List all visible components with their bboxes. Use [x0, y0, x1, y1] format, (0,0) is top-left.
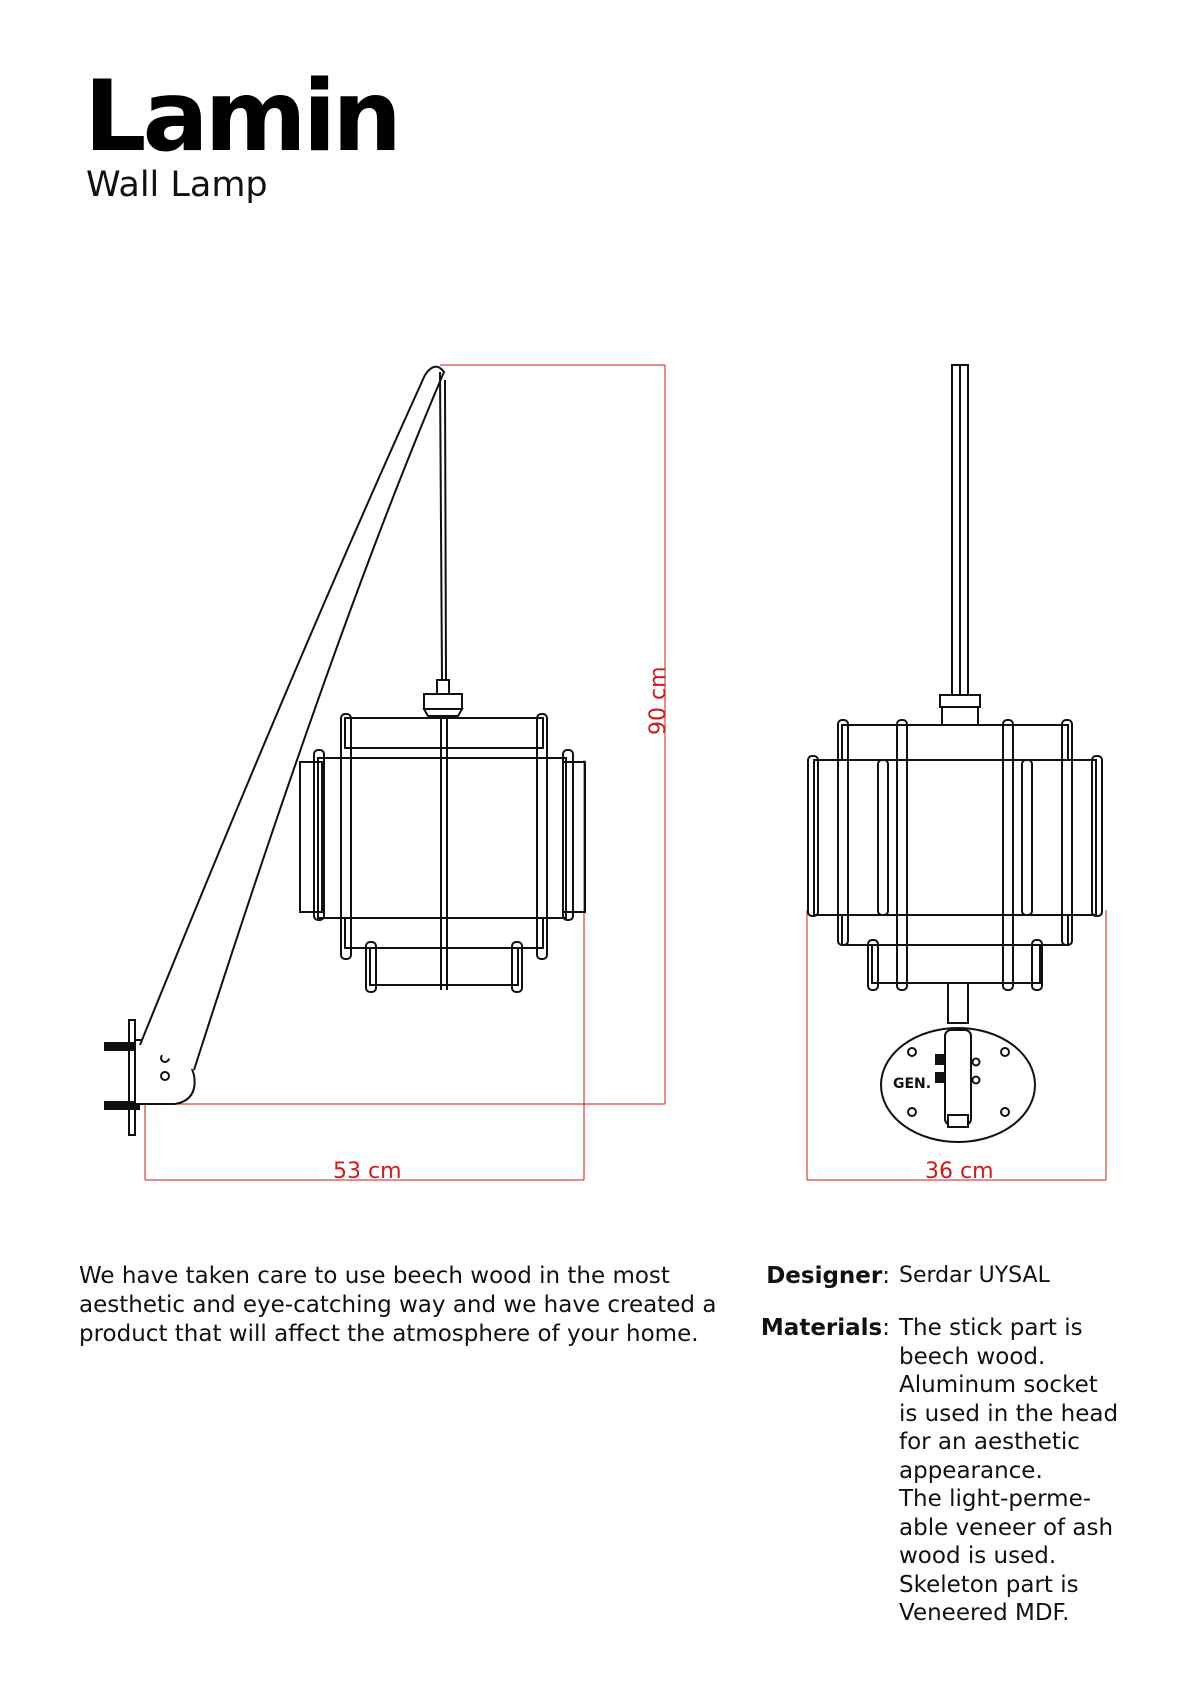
materials-line: appearance. [899, 1457, 1043, 1484]
designer-label: Designer [766, 1263, 883, 1289]
front-dimension-lines [806, 910, 1107, 1181]
side-view-drawing [104, 364, 666, 1181]
side-height-label: 90 cm [646, 666, 671, 735]
materials-line: Skeleton part is [899, 1571, 1079, 1598]
front-width-label: 36 cm [925, 1159, 994, 1184]
materials-line: is used in the head [899, 1400, 1119, 1427]
materials-label: Materials [760, 1315, 883, 1341]
materials-line: Veneered MDF. [899, 1600, 1070, 1626]
materials-line: for an aesthetic [899, 1429, 1080, 1455]
front-view-drawing [806, 364, 1107, 1181]
side-dimension-lines [144, 364, 666, 1181]
plate-logo: GEN. [893, 1076, 931, 1092]
materials-line: The light-perme- [899, 1486, 1092, 1512]
product-description: We have taken care to use beech wood in … [79, 1263, 717, 1347]
side-arm [139, 365, 446, 1071]
materials-line: beech wood. [899, 1343, 1046, 1370]
wall-bolt-top [104, 1042, 140, 1051]
designer-value: Serdar UYSAL [899, 1263, 1050, 1288]
materials-line: wood is used. [899, 1543, 1057, 1569]
side-width-label: 53 cm [333, 1159, 402, 1184]
materials-line: able veneer of ash [899, 1514, 1114, 1541]
materials-value: The stick part is beech wood. Aluminum s… [899, 1314, 1139, 1628]
materials-line: The stick part is [899, 1315, 1083, 1341]
product-title: Lamin [84, 60, 402, 174]
product-subtitle: Wall Lamp [86, 165, 268, 205]
wall-bolt-bottom [104, 1101, 140, 1110]
materials-line: Aluminum socket [899, 1372, 1098, 1398]
